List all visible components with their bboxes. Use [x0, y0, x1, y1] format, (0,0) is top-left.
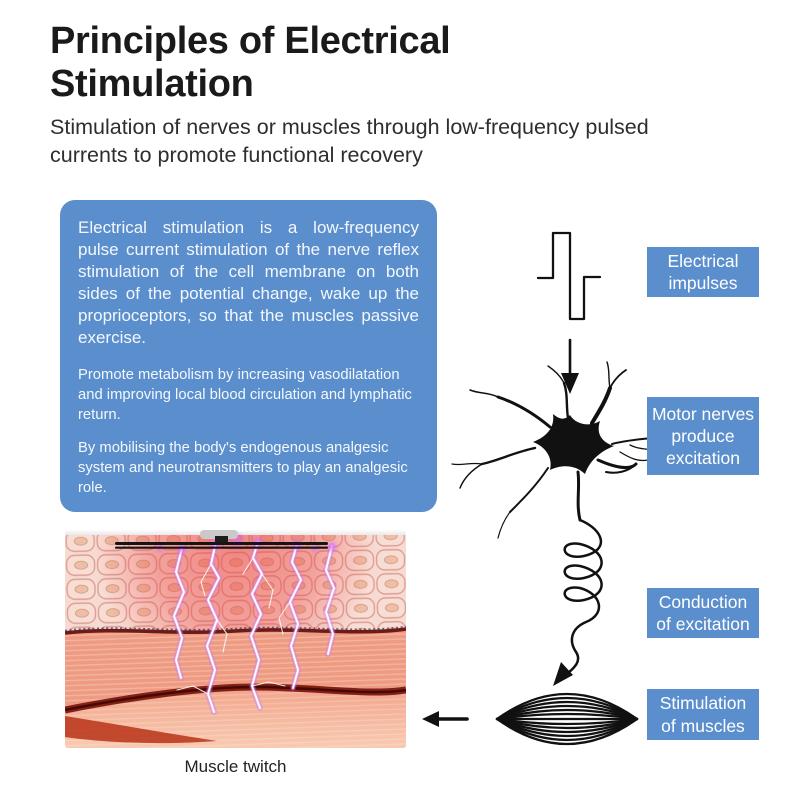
muscle-spindle-icon [495, 692, 639, 746]
electrode-icon [115, 530, 328, 549]
flow-label-motor-nerves: Motor nerves produce excitation [647, 397, 759, 475]
flow-label-text: Electrical impulses [667, 251, 739, 294]
axon-coil-icon [553, 518, 603, 686]
flow-label-electrical-impulses: Electrical impulses [647, 247, 759, 298]
page-title: Principles of Electrical Stimulation [50, 20, 451, 106]
page-subtitle: Stimulation of nerves or muscles through… [50, 115, 649, 168]
muscle-tissue-image [65, 530, 406, 748]
deep-red-streak [65, 716, 217, 744]
down-arrow-icon [561, 338, 579, 394]
figure-caption: Muscle twitch [184, 757, 287, 776]
neuron-icon [451, 361, 673, 539]
coil-arrowhead-icon [553, 662, 573, 686]
cell-layer [65, 535, 406, 634]
description-paragraph-1: Electrical stimulation is a low-frequenc… [78, 218, 419, 348]
description-paragraph-3: By mobilising the body's endogenous anal… [78, 439, 408, 497]
left-arrow-icon [422, 711, 469, 727]
lightning-bolts-icon [154, 531, 339, 715]
tissue-boundary-line [65, 627, 406, 635]
description-paragraph-2: Promote metabolism by increasing vasodil… [78, 366, 412, 423]
flow-label-text: Conduction of excitation [656, 592, 750, 635]
flow-label-text: Stimulation of muscles [659, 693, 747, 736]
description-panel: Electrical stimulation is a low-frequenc… [60, 200, 437, 512]
flow-diagram [422, 231, 673, 746]
muscle-layers [65, 625, 406, 748]
flow-label-conduction: Conduction of excitation [647, 588, 759, 639]
pulse-waveform-icon [536, 231, 602, 321]
muscle-figure [65, 530, 406, 748]
flow-label-stimulation-muscles: Stimulation of muscles [647, 689, 759, 740]
flow-label-text: Motor nerves produce excitation [651, 403, 755, 469]
